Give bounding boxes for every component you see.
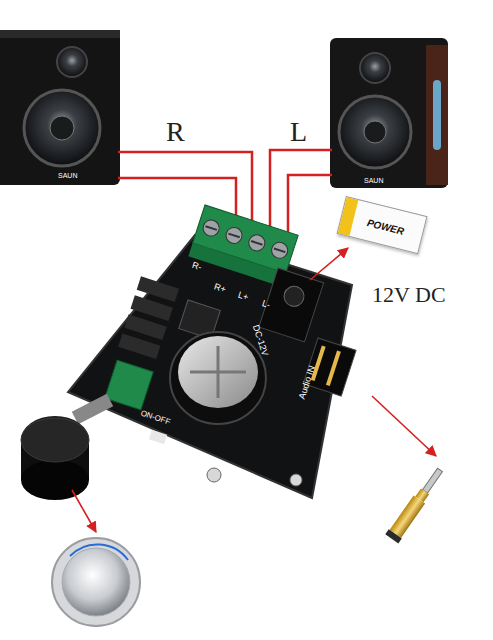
brand-logo: SAUN bbox=[364, 177, 383, 184]
brand-logo: SAUN bbox=[58, 172, 77, 179]
pin-name: R+ bbox=[213, 282, 227, 294]
channel-letter: L bbox=[290, 118, 307, 146]
battery-label: POWER bbox=[366, 217, 415, 239]
audio-plug bbox=[385, 465, 446, 543]
channel-letter: R bbox=[166, 118, 185, 146]
push-button bbox=[52, 538, 140, 626]
pin-name: R- bbox=[191, 261, 203, 272]
battery-band bbox=[338, 197, 359, 236]
pin-name: L+ bbox=[237, 291, 250, 303]
silkscreen-text: DC-12V bbox=[251, 324, 269, 357]
amplifier-board bbox=[21, 205, 356, 500]
left-speaker bbox=[0, 30, 120, 185]
silkscreen-text: Audio IN bbox=[298, 365, 317, 401]
power-battery: POWER bbox=[337, 196, 428, 254]
supply-voltage: 12V DC bbox=[372, 284, 446, 306]
switch-label: ON-OFF bbox=[140, 409, 172, 426]
pin-name: L- bbox=[261, 299, 271, 310]
right-speaker bbox=[330, 38, 448, 188]
